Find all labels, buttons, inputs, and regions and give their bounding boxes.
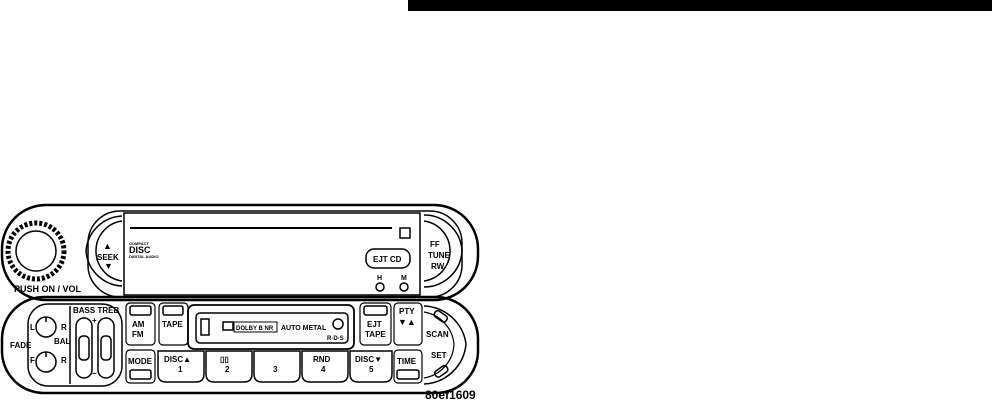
ejt-tape-label: TAPE <box>365 330 386 339</box>
ejt-label: EJT <box>367 320 382 329</box>
preset-2-top-label: ▯▯ <box>220 355 229 364</box>
header-rule <box>408 0 992 11</box>
cd-logo-top: COMPACT <box>129 241 149 246</box>
rw-label: RW <box>431 262 445 271</box>
audio-control-panel <box>27 303 123 387</box>
volume-knob[interactable] <box>5 220 67 282</box>
m-indicator <box>399 282 409 292</box>
preset-4-top-label: RND <box>313 355 331 364</box>
fade-knob[interactable] <box>35 351 57 373</box>
tape-label: TAPE <box>162 320 183 329</box>
rds-icon <box>332 318 344 330</box>
eject-tape-button[interactable] <box>359 302 392 346</box>
tape-led <box>162 305 184 316</box>
minus-label: − <box>92 369 97 378</box>
bal-label: BAL <box>54 337 71 346</box>
pty-button[interactable] <box>393 302 423 346</box>
scan-set-button[interactable] <box>423 305 467 385</box>
pty-label: PTY <box>399 307 415 316</box>
preset-1-top-label: DISC▲ <box>164 355 191 364</box>
fm-label: FM <box>132 330 144 339</box>
eject-tape-led <box>363 305 388 316</box>
cd-slot-indicator <box>399 227 411 239</box>
preset-5-top-label: DISC▼ <box>355 355 382 364</box>
push-on-vol-label: PUSH ON / VOL <box>14 284 82 294</box>
seek-button[interactable] <box>85 215 123 287</box>
cd-logo-mid: DISC <box>129 245 151 255</box>
upper-housing <box>0 203 480 302</box>
seek-up-arrow-icon: ▲ <box>103 241 112 251</box>
time-label: TIME <box>397 357 417 366</box>
preset-2-label: 2 <box>225 365 230 374</box>
set-led <box>433 364 449 378</box>
preset-button-1[interactable] <box>157 350 205 383</box>
treble-slider[interactable] <box>97 317 115 379</box>
eject-cd-label: EJT CD <box>373 255 402 264</box>
dolby-icon <box>222 321 234 331</box>
pty-arrows-icon: ▼▲ <box>398 317 416 327</box>
h-label: H <box>377 275 382 282</box>
cassette-slot <box>195 312 349 344</box>
eject-cd-button[interactable] <box>365 248 411 269</box>
mode-label: MODE <box>128 357 153 366</box>
mode-button[interactable] <box>125 349 156 384</box>
bal-right-label: R <box>61 323 67 332</box>
bal-left-label: L <box>30 323 35 332</box>
dolby-nr-box <box>233 321 278 333</box>
cd-display-panel <box>123 212 421 296</box>
auto-metal-label: AUTO METAL <box>281 325 327 332</box>
seek-label: SEEK <box>97 253 119 262</box>
cassette-deck-outer <box>187 304 355 350</box>
cd-logo-bottom: DIGITAL AUDIO <box>129 254 158 259</box>
figure-id: 80ef1609 <box>425 388 476 402</box>
preset-1-label: 1 <box>178 365 183 374</box>
preset-4-label: 4 <box>321 365 326 374</box>
balance-knob[interactable] <box>35 316 57 338</box>
preset-5-label: 5 <box>369 365 374 374</box>
fade-rear-label: R <box>61 356 67 365</box>
set-label: SET <box>431 351 447 360</box>
scan-label: SCAN <box>426 330 449 339</box>
preset-button-4[interactable] <box>301 350 349 383</box>
preset-button-2[interactable] <box>205 350 253 383</box>
plus-label: + <box>92 316 97 325</box>
time-led <box>396 369 420 380</box>
preset-button-5[interactable] <box>349 350 393 383</box>
scan-led <box>433 309 449 323</box>
ff-label: FF <box>430 240 440 249</box>
cassette-window <box>200 318 210 336</box>
mode-led <box>129 369 152 380</box>
time-button[interactable] <box>393 349 423 384</box>
dolby-nr-label: DOLBY B NR <box>236 326 274 332</box>
seek-down-arrow-icon: ▼ <box>104 261 113 271</box>
tune-label: TUNE <box>428 251 450 260</box>
m-label: M <box>401 275 407 282</box>
preset-button-3[interactable] <box>253 350 301 383</box>
am-label: AM <box>132 320 145 329</box>
bass-treb-label: BASS TREB <box>73 306 119 315</box>
preset-3-label: 3 <box>273 365 278 374</box>
bass-slider[interactable] <box>75 317 93 379</box>
fade-front-label: F <box>30 356 35 365</box>
am-fm-led <box>129 305 152 316</box>
am-fm-button[interactable] <box>125 302 156 346</box>
fade-label: FADE <box>10 341 32 350</box>
h-indicator <box>375 282 385 292</box>
tune-button[interactable] <box>423 214 463 288</box>
rds-label: R·D·S <box>327 336 344 342</box>
